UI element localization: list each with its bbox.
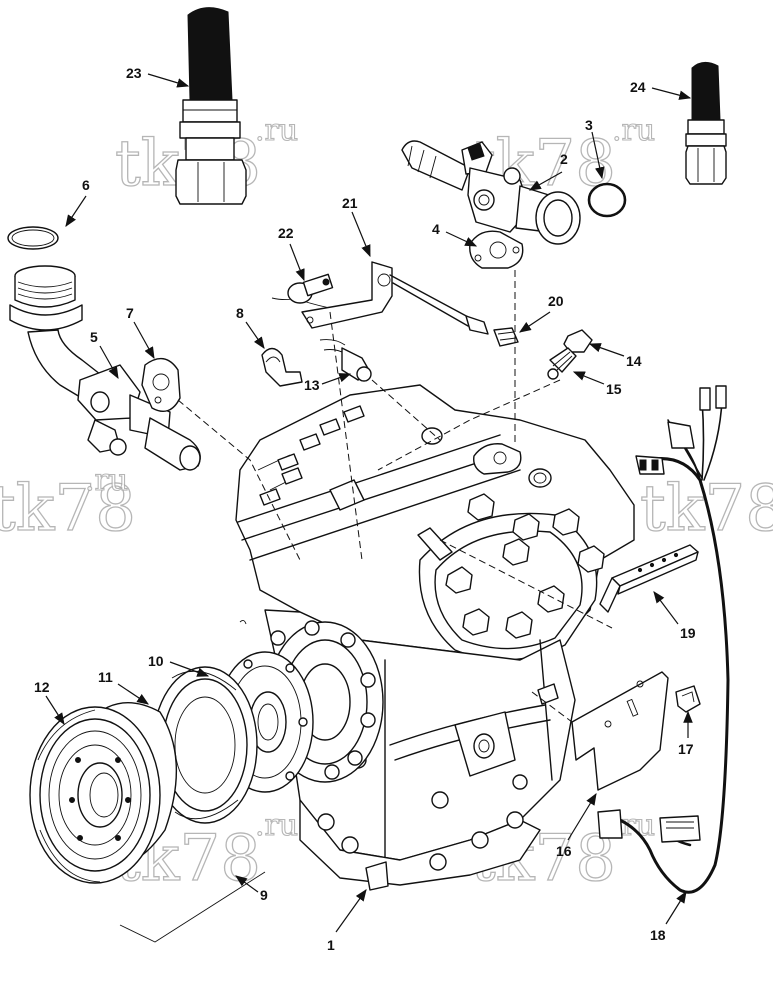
- part-8-clamp: [261, 347, 303, 387]
- svg-text:6: 6: [82, 177, 90, 193]
- callout-3: 3: [585, 117, 605, 180]
- part-3-o-ring: [587, 182, 627, 218]
- watermark-mid-left: tk78 .ru: [0, 462, 137, 546]
- svg-text:.ru: .ru: [612, 113, 655, 148]
- svg-text:1: 1: [327, 937, 335, 953]
- callout-2: 2: [528, 151, 568, 191]
- part-21-bracket: [301, 261, 489, 335]
- callout-18: 18: [650, 890, 687, 943]
- svg-text:12: 12: [34, 679, 50, 695]
- part-13-fitting: [319, 339, 372, 382]
- part-18-wiring-harness: [597, 385, 730, 894]
- svg-text:7: 7: [126, 305, 134, 321]
- sump-bolts: [309, 751, 528, 871]
- callout-14: 14: [588, 343, 642, 369]
- part-20-fitting: [493, 327, 519, 347]
- callout-4: 4: [432, 221, 478, 247]
- svg-text:.ru: .ru: [255, 808, 298, 843]
- svg-text:8: 8: [236, 305, 244, 321]
- callout-7: 7: [126, 305, 155, 360]
- callout-9: 9: [235, 875, 268, 903]
- svg-text:14: 14: [626, 353, 642, 369]
- callout-19: 19: [653, 591, 696, 641]
- part-10-seal-plate: [216, 651, 314, 793]
- svg-text:10: 10: [148, 653, 164, 669]
- part-17-clip: [675, 685, 701, 713]
- callout-24: 24: [630, 79, 692, 100]
- part-16-mounting-plate: [571, 671, 669, 791]
- callout-11: 11: [98, 669, 149, 705]
- part-6-o-ring: [7, 226, 59, 250]
- callout-16: 16: [556, 792, 597, 859]
- part-2-discharge-fitting: [401, 140, 581, 245]
- svg-text:19: 19: [680, 625, 696, 641]
- svg-text:20: 20: [548, 293, 564, 309]
- part-22-sensor: [271, 273, 341, 311]
- svg-text:17: 17: [678, 741, 694, 757]
- part-5-suction-fitting: [9, 265, 201, 471]
- part-4-gasket: [469, 230, 524, 269]
- callout-12: 12: [34, 679, 65, 726]
- callout-8: 8: [236, 305, 265, 349]
- part-23-pressure-switch: [175, 7, 247, 205]
- head-bolts: [259, 405, 365, 506]
- callout-20: 20: [519, 293, 564, 333]
- part-7-gasket: [141, 357, 181, 412]
- callout-labels: 1 2 3 4 5 6 7 8: [34, 65, 696, 953]
- callout-1: 1: [327, 889, 367, 953]
- svg-text:.ru: .ru: [85, 463, 128, 498]
- part-1-compressor-body: [235, 384, 635, 891]
- svg-text:4: 4: [432, 221, 440, 237]
- callout-17: 17: [678, 710, 694, 757]
- callout-10: 10: [148, 653, 210, 677]
- svg-text:tk78: tk78: [0, 472, 136, 546]
- part-19-bracket: [599, 544, 699, 613]
- callout-13: 13: [304, 373, 352, 393]
- svg-text:15: 15: [606, 381, 622, 397]
- svg-text:13: 13: [304, 377, 320, 393]
- callout-21: 21: [342, 195, 371, 258]
- svg-text:2: 2: [560, 151, 568, 167]
- svg-text:23: 23: [126, 65, 142, 81]
- part-15-fitting: [547, 347, 577, 380]
- cylinder-head-bolts: [445, 493, 605, 639]
- svg-text:3: 3: [585, 117, 593, 133]
- part-14-fitting: [563, 329, 593, 353]
- assembly-dashed-lines: [177, 270, 613, 723]
- housing-bolts: [270, 620, 376, 780]
- svg-text:.ru: .ru: [255, 113, 298, 148]
- callout-23: 23: [126, 65, 190, 88]
- svg-text:9: 9: [260, 887, 268, 903]
- part-24-pressure-switch: [685, 62, 727, 185]
- svg-text:18: 18: [650, 927, 666, 943]
- callout-5: 5: [90, 329, 119, 380]
- svg-text:21: 21: [342, 195, 358, 211]
- svg-text:24: 24: [630, 79, 646, 95]
- svg-text:5: 5: [90, 329, 98, 345]
- svg-text:11: 11: [98, 669, 113, 685]
- callout-6: 6: [65, 177, 90, 227]
- callout-15: 15: [572, 371, 622, 397]
- svg-text:22: 22: [278, 225, 294, 241]
- svg-text:16: 16: [556, 843, 572, 859]
- part-12-pulley: [29, 702, 177, 884]
- callout-22: 22: [278, 225, 305, 282]
